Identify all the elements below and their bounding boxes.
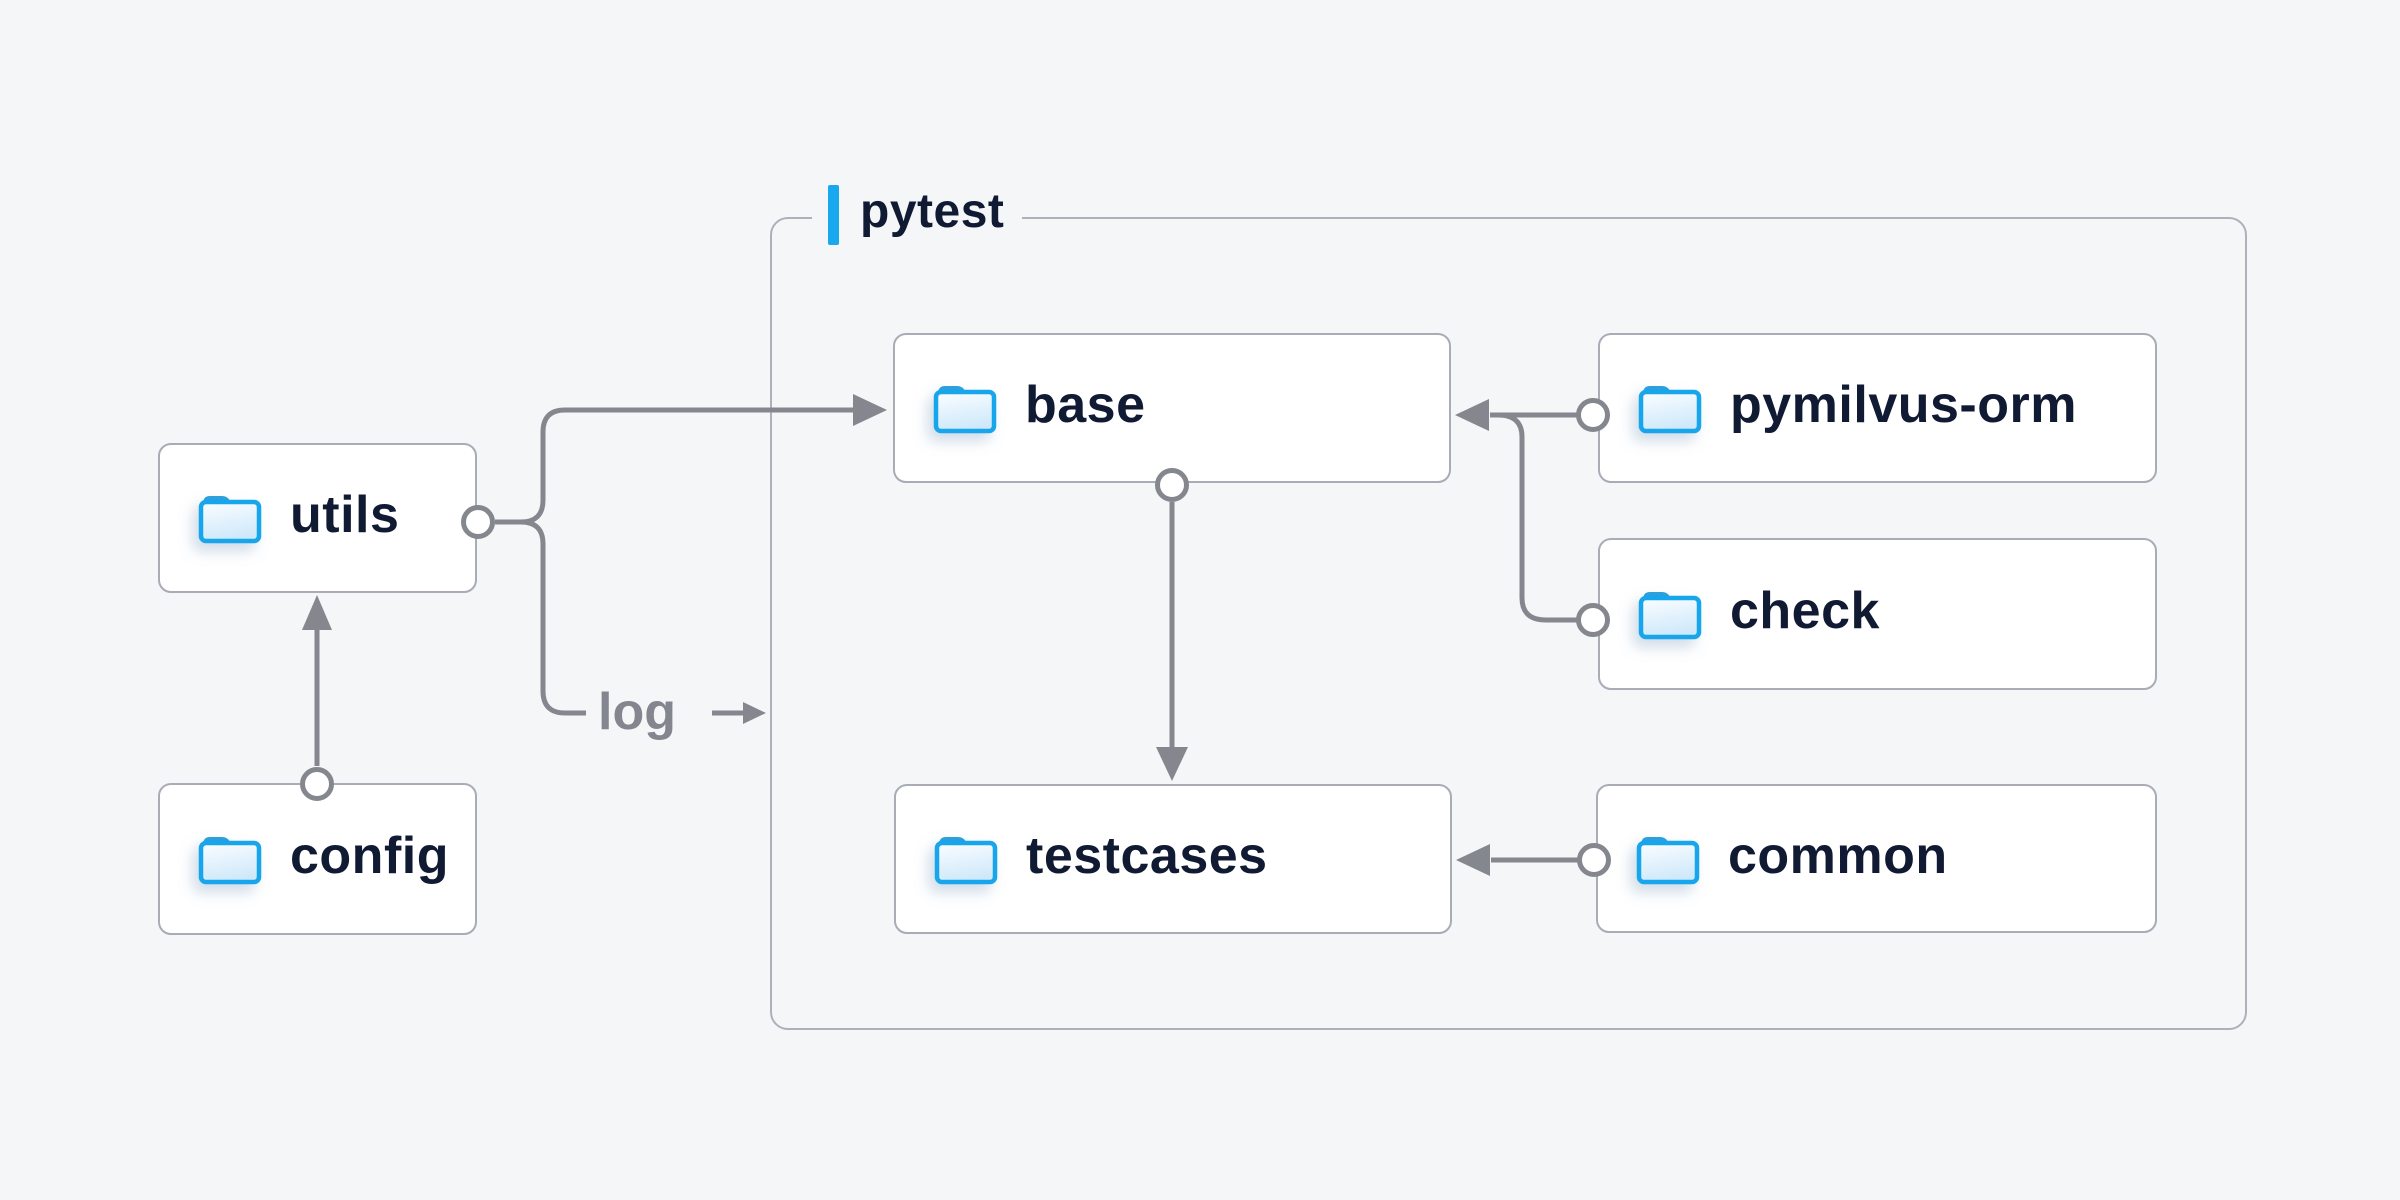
folder-icon <box>197 492 263 544</box>
node-label: base <box>1025 376 1146 434</box>
node-label: testcases <box>1026 827 1268 885</box>
node-label: utils <box>290 486 400 544</box>
accent-bar <box>828 185 839 245</box>
pytest-group-title: pytest <box>860 185 1005 238</box>
edge-label-log: log <box>598 683 676 741</box>
node-label: check <box>1730 582 1880 640</box>
folder-icon <box>932 382 998 434</box>
folder-icon <box>1637 588 1703 640</box>
node-pymilvus-orm: pymilvus-orm <box>1598 333 2157 483</box>
node-utils: utils <box>158 443 477 593</box>
node-config: config <box>158 783 477 935</box>
node-label: common <box>1728 826 1948 885</box>
folder-icon <box>1637 382 1703 434</box>
pytest-group-container <box>770 217 2247 1030</box>
node-label: config <box>290 827 449 885</box>
pytest-group-label: pytest <box>812 184 1023 246</box>
node-check: check <box>1598 538 2157 690</box>
folder-icon <box>197 833 263 885</box>
arrowhead <box>302 595 332 630</box>
node-testcases: testcases <box>894 784 1452 934</box>
node-base: base <box>893 333 1451 483</box>
node-common: common <box>1596 784 2157 933</box>
arrowhead <box>743 702 766 724</box>
node-label: pymilvus-orm <box>1730 376 2077 434</box>
edge-config-utils <box>300 595 334 801</box>
folder-icon <box>933 833 999 885</box>
folder-icon <box>1635 833 1701 885</box>
